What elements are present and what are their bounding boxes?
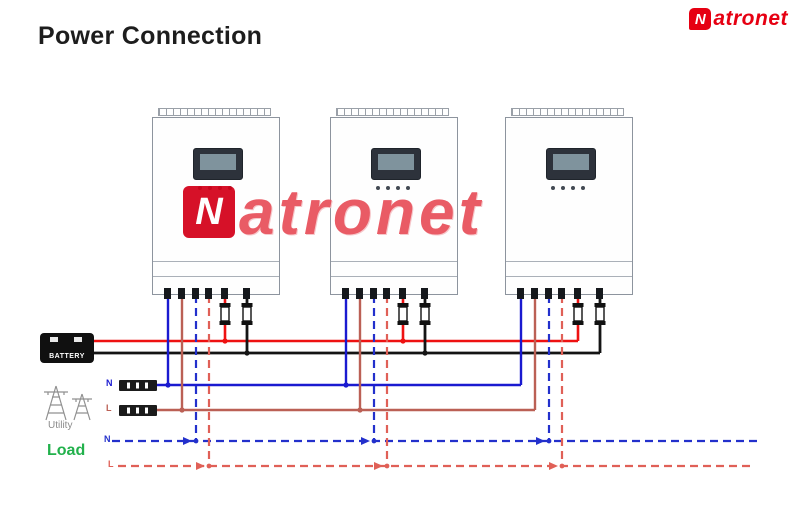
inverter-panel-divider [506,276,632,277]
inverter-terminal [342,288,349,299]
inverter-vent-grille [158,108,271,116]
inverter-panel-divider [153,261,279,262]
inverter-panel-divider [331,261,457,262]
battery-terminal [50,337,58,342]
ac-line-junctions [179,407,363,413]
inverter-3 [505,108,633,299]
inverter-terminal [399,288,406,299]
inverter-display [546,148,596,180]
brand-logo-emblem: N [689,8,712,30]
inverter-terminal [531,288,538,299]
inverter-terminal [221,288,228,299]
inverter-panel-divider [153,276,279,277]
inverter-panel-divider [331,276,457,277]
load-line-arrows [196,462,565,470]
page-title: Power Connection [38,22,263,50]
load-line-wire [118,295,755,468]
battery-terminal [74,337,82,342]
inverter-buttons [376,186,410,190]
battery-positive-junctions [222,338,406,344]
ac-input-neutral-tag: N [106,378,113,388]
inverter-display [371,148,421,180]
inverter-1 [152,108,280,299]
inverter-terminal [421,288,428,299]
inverter-vent-grille [511,108,624,116]
inverter-panel-divider [506,261,632,262]
inverter-terminal [178,288,185,299]
inverter-terminal [205,288,212,299]
inverter-display-screen [553,154,589,170]
brand-logo: N atronet [689,7,788,31]
inverter-display-screen [200,154,236,170]
ac-input-line-tag: L [106,403,112,413]
inverter-terminal [383,288,390,299]
inverter-terminal [164,288,171,299]
inverter-buttons [551,186,585,190]
inverter-buttons [198,186,232,190]
load-neutral-arrows [183,437,552,445]
inverter-terminal [517,288,524,299]
load-neutral-wire [112,295,762,443]
inverter-vent-grille [336,108,449,116]
inverter-terminal [545,288,552,299]
ac-neutral-wire [157,295,523,387]
inverter-terminal [574,288,581,299]
ac-line-wire [157,295,537,412]
inverter-display [193,148,243,180]
inverter-display-screen [378,154,414,170]
brand-logo-wordmark: atronet [713,7,788,30]
inverter-2 [330,108,458,299]
utility-label: Utility [48,420,73,431]
ac-neutral-junctions [165,382,349,388]
battery-fuse [219,303,606,325]
load-line-tag: L [108,459,114,469]
load-label: Load [47,442,86,459]
battery-negative-junctions [244,350,428,356]
inverter-terminal [370,288,377,299]
utility-towers-icon [38,380,100,427]
inverter-terminal [596,288,603,299]
load-neutral-tag: N [104,434,111,444]
battery-positive-wire [94,295,580,343]
inverter-terminal [356,288,363,299]
inverter-terminal [243,288,250,299]
battery-label: BATTERY [49,353,85,360]
utility-terminal-strip [119,380,157,416]
inverter-terminal [558,288,565,299]
inverter-terminal [192,288,199,299]
battery-icon: BATTERY [40,333,94,363]
